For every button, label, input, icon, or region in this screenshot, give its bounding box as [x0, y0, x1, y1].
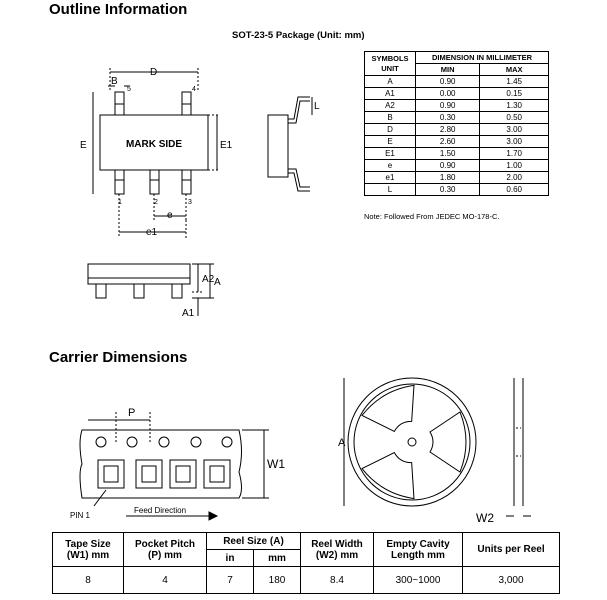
header-max: MAX — [479, 63, 549, 76]
cell-max: 1.70 — [479, 147, 549, 160]
pin1-label: PIN 1 — [70, 511, 91, 520]
cell-max: 1.30 — [479, 99, 549, 112]
value-units-per-reel: 3,000 — [462, 566, 560, 594]
carrier-title: Carrier Dimensions — [49, 349, 188, 366]
cell-symbol: L — [364, 183, 416, 196]
top-view-drawing: D B E E1 e e1 5 4 1 2 3 MARK SIDE — [80, 67, 233, 238]
cell-symbol: D — [364, 123, 416, 136]
cell-symbol: e1 — [364, 171, 416, 184]
label-L: L — [314, 101, 320, 112]
carrier-table: Tape Size(W1) mm Pocket Pitch(P) mm Reel… — [52, 532, 560, 594]
cell-min: 0.90 — [414, 159, 481, 172]
label-B: B — [111, 76, 118, 87]
cell-min: 0.00 — [414, 87, 481, 100]
cell-symbol: e — [364, 159, 416, 172]
cell-symbol: A — [364, 75, 416, 88]
feed-direction-label: Feed Direction — [134, 506, 186, 515]
label-A2: A2 — [202, 274, 215, 285]
package-caption: SOT-23-5 Package (Unit: mm) — [232, 30, 365, 41]
cell-min: 1.50 — [414, 147, 481, 160]
label-P: P — [128, 407, 135, 419]
label-E: E — [80, 140, 87, 151]
header-reel-size: Reel Size (A) — [206, 532, 301, 550]
pin-5-label: 5 — [127, 86, 131, 93]
label-D: D — [150, 67, 157, 78]
header-pocket-pitch: Pocket Pitch(P) mm — [123, 532, 207, 567]
cell-symbol: A2 — [364, 99, 416, 112]
value-pocket-pitch: 4 — [123, 566, 207, 594]
mark-side-label: MARK SIDE — [126, 139, 182, 150]
value-reel-width: 8.4 — [300, 566, 374, 594]
reel-drawing: A W2 — [338, 377, 531, 525]
cell-max: 2.00 — [479, 171, 549, 184]
header-dimension: DIMENSION IN MILLIMETER — [415, 51, 549, 64]
cell-max: 3.00 — [479, 135, 549, 148]
cell-symbol: E1 — [364, 147, 416, 160]
cell-symbol: E — [364, 135, 416, 148]
header-units-per-reel: Units per Reel — [462, 532, 560, 567]
cell-min: 0.30 — [414, 111, 481, 124]
pin-3-label: 3 — [188, 199, 192, 206]
front-view-drawing: A2 A A1 — [87, 263, 221, 319]
value-reel-mm: 180 — [253, 566, 301, 594]
value-tape-size: 8 — [52, 566, 124, 594]
outline-title: Outline Information — [49, 1, 188, 18]
label-A1: A1 — [182, 308, 195, 319]
table-note: Note: Followed From JEDEC MO-178-C. — [364, 212, 500, 221]
cell-symbol: B — [364, 111, 416, 124]
cell-max: 0.15 — [479, 87, 549, 100]
cell-max: 1.45 — [479, 75, 549, 88]
value-reel-in: 7 — [206, 566, 254, 594]
pin-4-label: 4 — [192, 86, 196, 93]
label-e: e — [167, 210, 173, 221]
cell-min: 0.90 — [414, 99, 481, 112]
header-reel-width: Reel Width(W2) mm — [300, 532, 374, 567]
cell-max: 1.00 — [479, 159, 549, 172]
label-reel-A: A — [338, 437, 346, 449]
cell-min: 1.80 — [414, 171, 481, 184]
header-reel-in: in — [206, 549, 254, 567]
tape-drawing: P W1 PIN 1 Feed Direction — [70, 407, 285, 521]
cell-min: 0.30 — [414, 183, 481, 196]
header-reel-mm: mm — [253, 549, 301, 567]
side-view-drawing: L — [267, 96, 320, 192]
label-E1: E1 — [220, 140, 233, 151]
cell-symbol: A1 — [364, 87, 416, 100]
cell-max: 0.60 — [479, 183, 549, 196]
cell-max: 3.00 — [479, 123, 549, 136]
header-tape-size: Tape Size(W1) mm — [52, 532, 124, 567]
label-A: A — [214, 277, 221, 288]
cell-min: 2.60 — [414, 135, 481, 148]
cell-max: 0.50 — [479, 111, 549, 124]
value-empty-cavity: 300~1000 — [373, 566, 463, 594]
cell-min: 0.90 — [414, 75, 481, 88]
label-W1: W1 — [267, 457, 285, 471]
pin-2-label: 2 — [154, 199, 158, 206]
cell-min: 2.80 — [414, 123, 481, 136]
header-min: MIN — [414, 63, 481, 76]
label-e1: e1 — [146, 227, 158, 238]
pin-1-label: 1 — [118, 199, 122, 206]
label-W2: W2 — [476, 511, 494, 525]
